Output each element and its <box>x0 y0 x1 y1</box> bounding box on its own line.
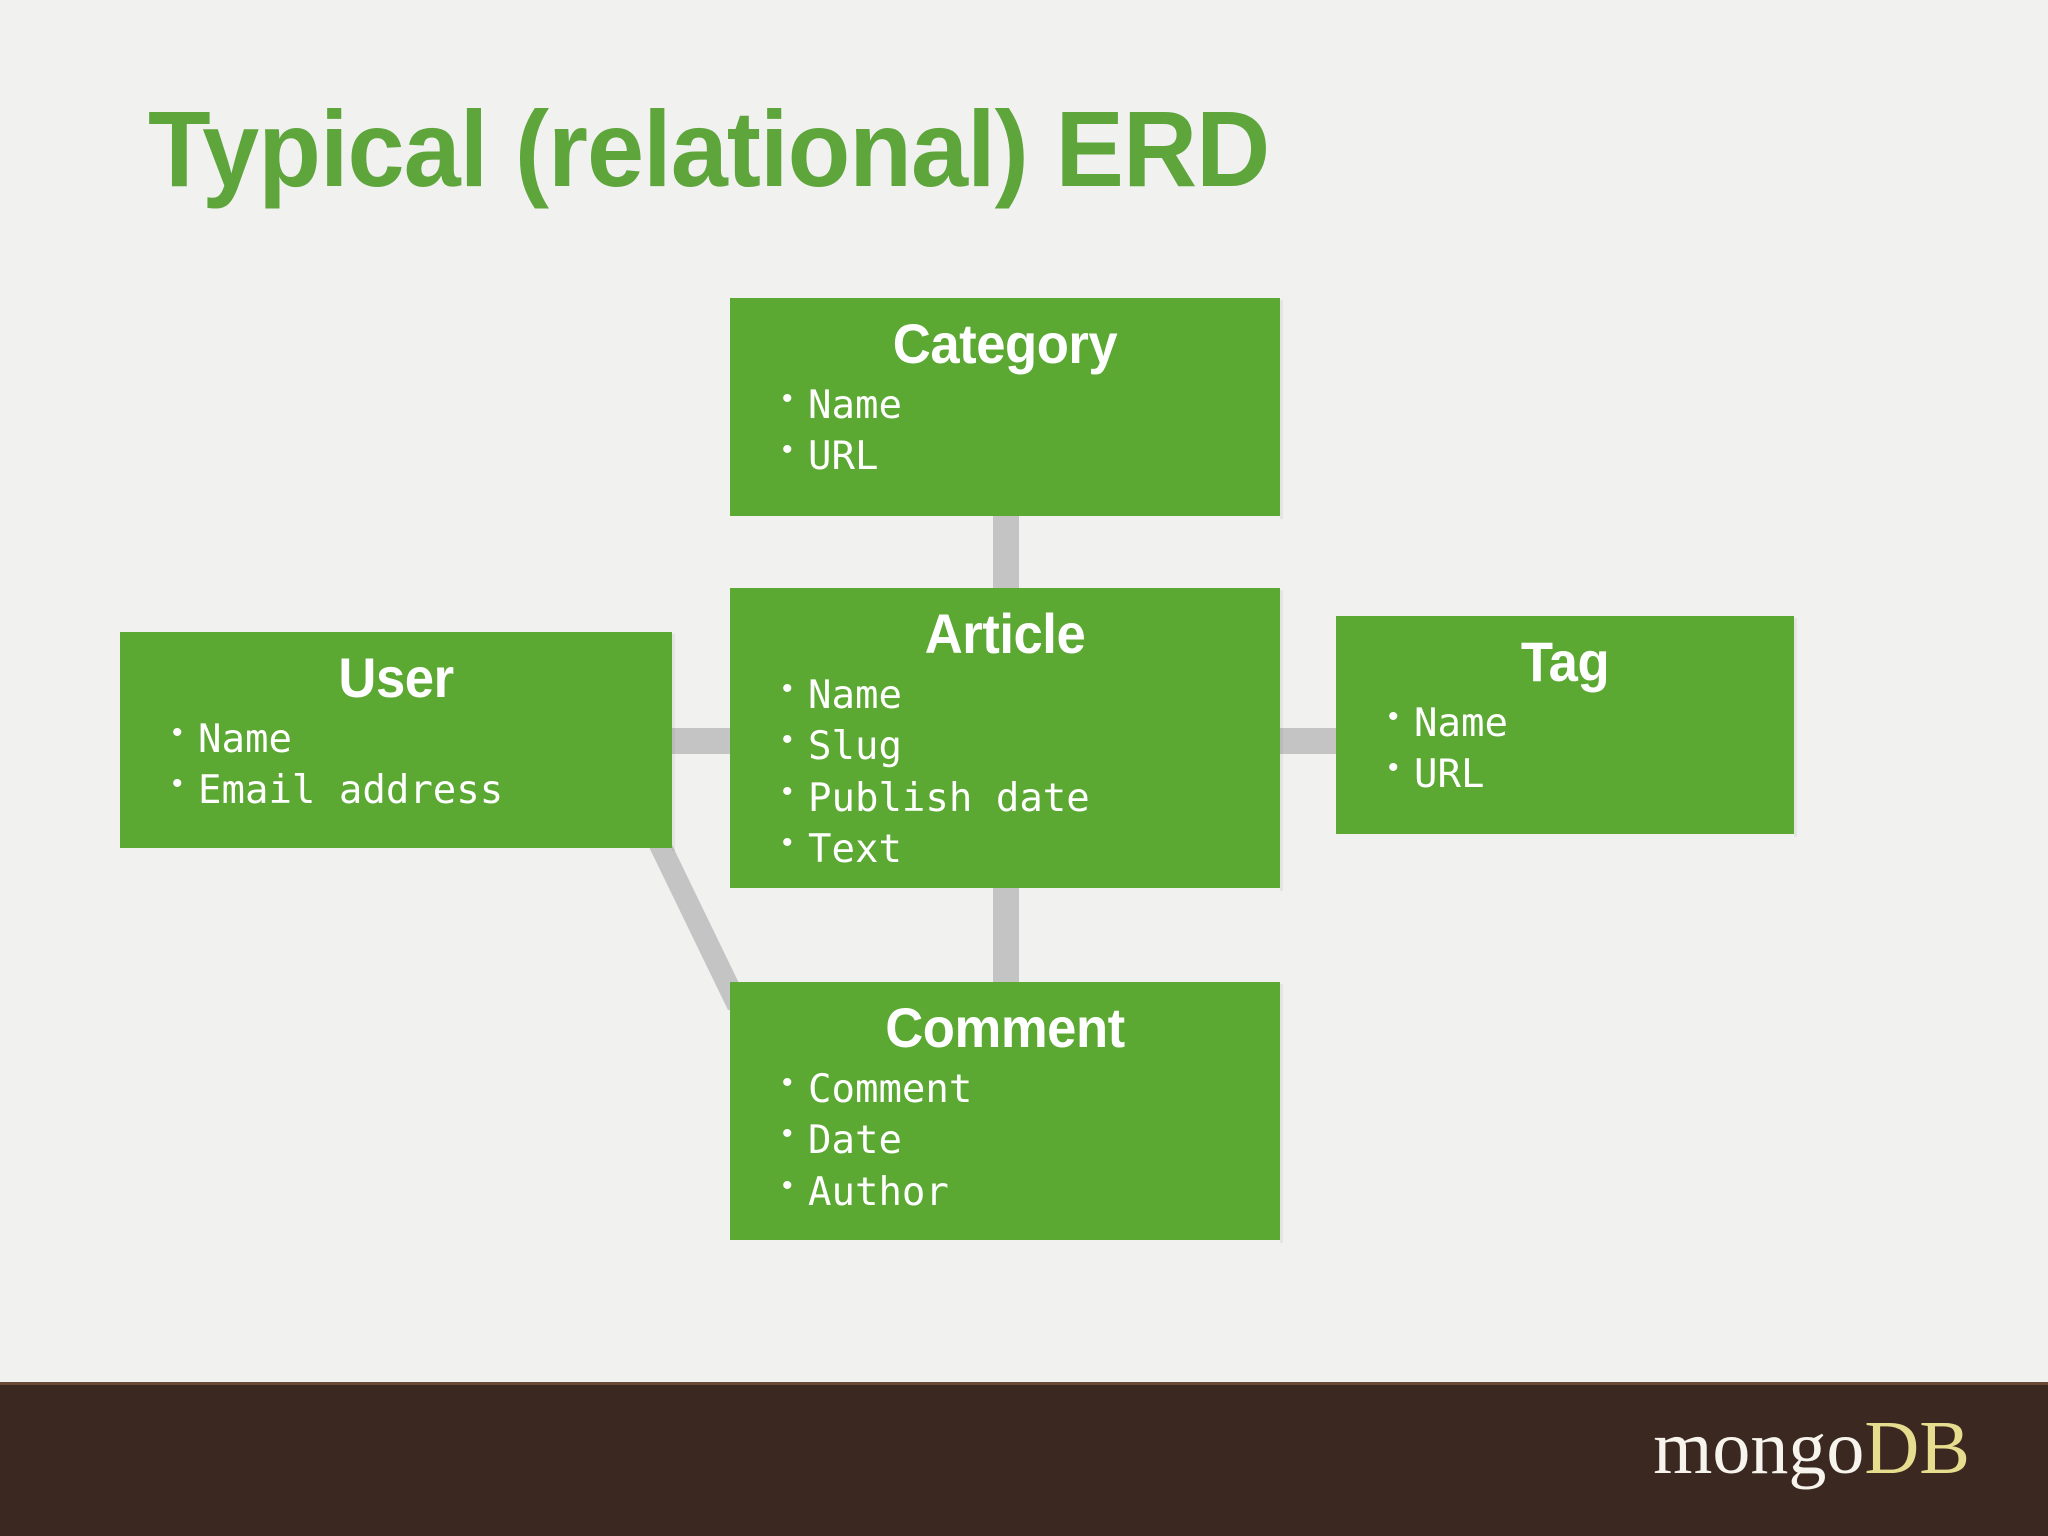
entity-field: Slug <box>782 720 1280 772</box>
connector-article-tag <box>1276 728 1340 754</box>
entity-box-tag[interactable]: Tag Name URL <box>1336 616 1797 837</box>
connector-user-comment <box>648 845 752 1010</box>
logo-text-mongo: mongo <box>1653 1406 1865 1490</box>
entity-field: Publish date <box>782 772 1280 824</box>
entity-box-comment[interactable]: Comment Comment Date Author <box>730 982 1283 1243</box>
entity-field: Email address <box>172 764 672 816</box>
entity-field: Author <box>782 1166 1280 1218</box>
entity-field: Name <box>172 713 672 765</box>
entity-fields-article: Name Slug Publish date Text <box>782 669 1280 876</box>
entity-fields-comment: Comment Date Author <box>782 1063 1280 1218</box>
entity-title-category: Category <box>892 312 1118 375</box>
connector-article-comment <box>993 886 1019 984</box>
footer-divider <box>0 1382 2048 1385</box>
entity-fields-user: Name Email address <box>172 713 672 817</box>
entity-field: URL <box>782 430 1280 482</box>
entity-title-tag: Tag <box>1520 630 1610 693</box>
entity-fields-tag: Name URL <box>1388 697 1794 801</box>
entity-box-category[interactable]: Category Name URL <box>730 298 1283 519</box>
entity-box-user[interactable]: User Name Email address <box>120 632 675 851</box>
entity-fields-category: Name URL <box>782 379 1280 483</box>
page-title: Typical (relational) ERD <box>148 88 1270 209</box>
entity-title-user: User <box>338 646 454 709</box>
entity-field: Comment <box>782 1063 1280 1115</box>
entity-field: Text <box>782 823 1280 875</box>
logo-text-db: DB <box>1864 1406 1970 1490</box>
entity-title-article: Article <box>924 602 1086 665</box>
footer-bar: mongoDB <box>0 1382 2048 1536</box>
entity-title-comment: Comment <box>885 996 1125 1059</box>
entity-field: Name <box>782 379 1280 431</box>
entity-field: URL <box>1388 748 1794 800</box>
entity-field: Name <box>1388 697 1794 749</box>
connector-user-article <box>668 728 734 754</box>
entity-field: Date <box>782 1114 1280 1166</box>
entity-field: Name <box>782 669 1280 721</box>
connector-category-article <box>993 516 1019 588</box>
entity-box-article[interactable]: Article Name Slug Publish date Text <box>730 588 1283 891</box>
mongodb-logo: mongoDB <box>1653 1410 1970 1486</box>
